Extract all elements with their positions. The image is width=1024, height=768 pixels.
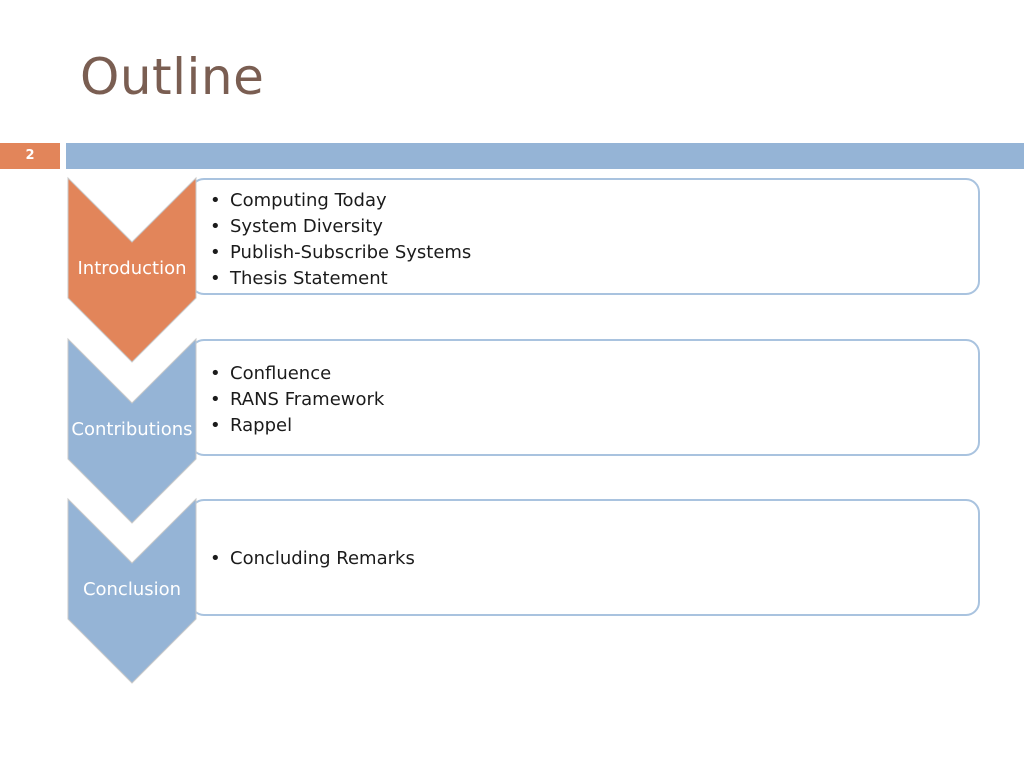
list-item-text: Concluding Remarks <box>230 548 415 569</box>
list-item: • Rappel <box>210 413 384 439</box>
chevron-contributions <box>67 337 197 524</box>
bullet-icon: • <box>210 415 221 436</box>
chevron-introduction <box>67 176 197 363</box>
section-content-box-conclusion: • Concluding Remarks <box>190 499 980 616</box>
section-content-box-introduction: • Computing Today • System Diversity • Publ… <box>190 178 980 295</box>
chevron-label-conclusion: Conclusion <box>82 579 182 600</box>
list-item: • System Diversity <box>210 214 471 240</box>
list-item: • Computing Today <box>210 188 471 214</box>
chevron-label-introduction: Introduction <box>77 258 187 279</box>
list-item-text: Publish-Subscribe Systems <box>230 242 472 263</box>
section-item-list: • Computing Today • System Diversity • Publ… <box>210 188 471 292</box>
bullet-icon: • <box>210 548 221 569</box>
list-item-text: Computing Today <box>230 190 387 211</box>
list-item-text: RANS Framework <box>230 389 385 410</box>
slide-title: Outline <box>80 48 265 106</box>
list-item: • Thesis Statement <box>210 266 471 292</box>
list-item-text: Rappel <box>230 415 293 436</box>
list-item: • Concluding Remarks <box>210 546 415 572</box>
list-item: • Confluence <box>210 361 384 387</box>
section-item-list: • Concluding Remarks <box>210 546 415 572</box>
section-item-list: • Confluence • RANS Framework • Rappel <box>210 361 384 439</box>
bullet-icon: • <box>210 242 221 263</box>
bullet-icon: • <box>210 216 221 237</box>
bullet-icon: • <box>210 389 221 410</box>
list-item-text: System Diversity <box>230 216 383 237</box>
section-content-box-contributions: • Confluence • RANS Framework • Rappel <box>190 339 980 456</box>
list-item-text: Thesis Statement <box>230 268 388 289</box>
page-number: 2 <box>25 148 35 163</box>
bullet-icon: • <box>210 190 221 211</box>
bullet-icon: • <box>210 363 221 384</box>
list-item: • Publish-Subscribe Systems <box>210 240 471 266</box>
chevron-label-contributions: Contributions <box>71 419 193 440</box>
bullet-icon: • <box>210 268 221 289</box>
page-number-badge <box>0 143 60 169</box>
title-rule-bar <box>66 143 1024 169</box>
list-item-text: Confluence <box>230 363 332 384</box>
chevron-conclusion <box>67 497 197 684</box>
list-item: • RANS Framework <box>210 387 384 413</box>
